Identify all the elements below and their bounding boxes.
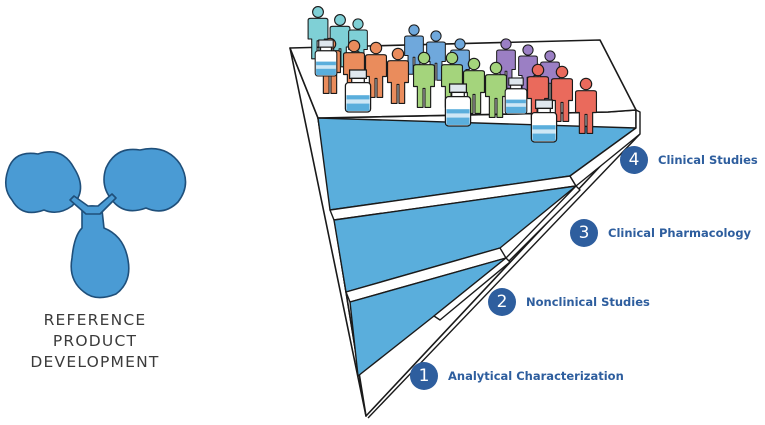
reference-label-line2: PRODUCT [52,332,138,350]
reference-label-line1: REFERENCE [43,311,147,329]
vial-icon [314,39,338,77]
stage-2-label: Nonclinical Studies [526,295,650,309]
stage-4-badge: 4 [620,146,648,174]
vial-icon [444,83,472,127]
stage-1-badge: 1 [410,362,438,390]
person-icon [484,61,508,118]
vial-icon [530,99,558,143]
stage-3: 3 Clinical Pharmacology [570,218,751,248]
stage-2: 2 Nonclinical Studies [488,287,650,317]
stage-1: 1 Analytical Characterization [410,361,624,391]
stage-3-badge: 3 [570,219,598,247]
vial-icon [344,69,372,113]
crowd [307,6,598,143]
stage-2-badge: 2 [488,288,516,316]
reference-label-line3: DEVELOPMENT [30,353,160,371]
person-icon [364,41,388,98]
stage-4-label: Clinical Studies [658,153,758,167]
stage-4: 4 Clinical Studies [620,145,758,175]
stage-3-label: Clinical Pharmacology [608,226,752,240]
vial-icon [504,77,528,115]
person-icon [412,51,436,108]
stage-1-label: Analytical Characterization [448,369,624,383]
person-icon [386,47,410,104]
stair-side-2 [433,257,511,321]
person-icon [550,65,574,122]
person-icon [574,77,598,134]
antibody-icon [4,147,187,299]
